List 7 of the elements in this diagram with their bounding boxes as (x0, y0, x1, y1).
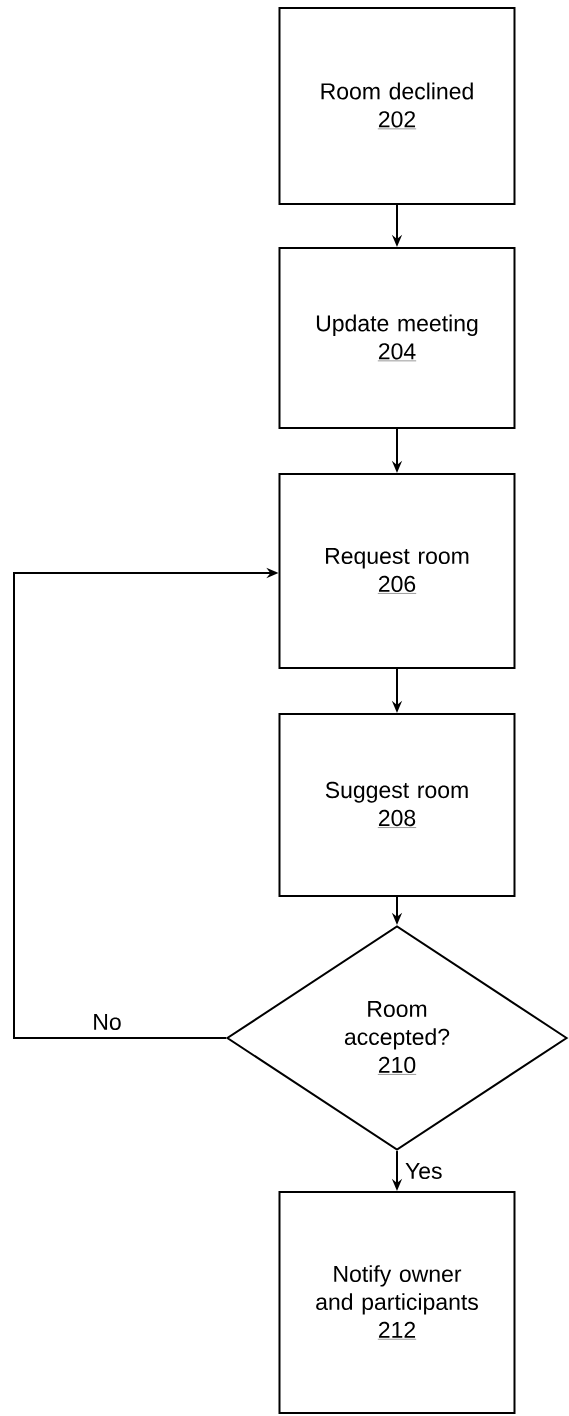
process-box: Suggest room 208 (278, 713, 516, 897)
edge-label: No (94, 1013, 121, 1030)
process-box: Request room 206 (278, 473, 516, 669)
process-box: Notify owner and participants 212 (278, 1191, 516, 1414)
process-box: Update meeting 204 (278, 247, 516, 429)
process-box: Room declined 202 (278, 7, 516, 205)
edge-label: Yes (405, 1163, 442, 1180)
